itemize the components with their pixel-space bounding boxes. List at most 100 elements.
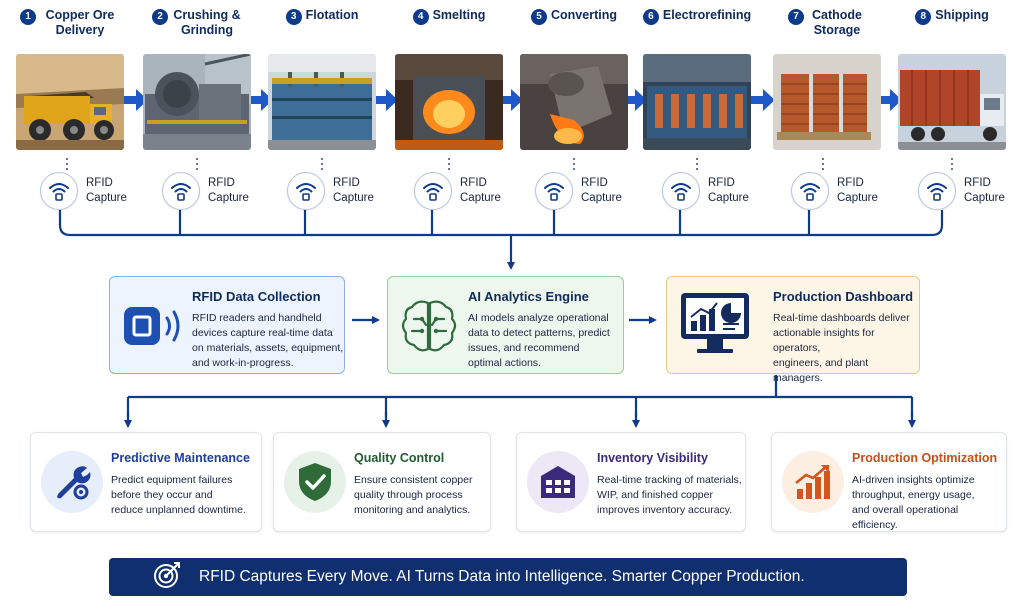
haul-truck-image (16, 54, 124, 150)
flotation-cells-image (268, 54, 376, 150)
card-title: Inventory Visibility (597, 451, 708, 465)
rfid-wifi-icon (162, 172, 200, 210)
panel-title: RFID Data Collection (192, 289, 321, 304)
rfid-capture-8: RFID Capture (918, 172, 1005, 210)
rfid-wifi-icon (40, 172, 78, 210)
step-title: Cathode Storage (812, 8, 862, 37)
tagline-banner: RFID Captures Every Move. AI Turns Data … (109, 558, 907, 596)
panel-text-line: engineers, and plant managers. (773, 357, 869, 384)
production-optimization-card: Production Optimization AI-driven insigh… (771, 432, 1007, 532)
card-text-line: WIP, and finished copper (597, 489, 713, 501)
step-arrow-2 (251, 89, 273, 111)
step-number: 1 (20, 9, 36, 25)
rfid-label-line1: RFID (86, 177, 113, 189)
rfid-label-line1: RFID (964, 177, 991, 189)
crusher-image (143, 54, 251, 150)
card-text-line: Ensure consistent copper (354, 474, 473, 486)
panel-text-line: issues, and recommend (468, 342, 580, 354)
rfid-wifi-icon (918, 172, 956, 210)
rfid-label-line1: RFID (581, 177, 608, 189)
step-title: Smelting (432, 8, 486, 22)
step-title: Converting (551, 8, 617, 22)
rfid-dotted-links (66, 158, 953, 172)
rfid-label-line1: RFID (208, 177, 235, 189)
panel-title: AI Analytics Engine (468, 289, 589, 304)
card-text-line: reduce unplanned downtime. (111, 504, 246, 516)
step-arrow-4 (500, 89, 523, 111)
panel-text-line: RFID readers and handheld (192, 312, 322, 324)
container-truck-image (898, 54, 1006, 150)
step-converting: 5 Converting (520, 8, 628, 150)
panel-text-line: and work-in-progress. (192, 357, 294, 369)
rfid-label-line1: RFID (460, 177, 487, 189)
step-title: Copper Ore Delivery (45, 8, 115, 37)
step-arrow-1 (124, 89, 148, 111)
step-title: Crushing & Grinding (173, 8, 241, 37)
step-flotation: 3 Flotation (268, 8, 376, 150)
step-title: Shipping (935, 8, 989, 22)
rfid-reader-icon (122, 303, 184, 354)
banner-text: RFID Captures Every Move. AI Turns Data … (199, 568, 805, 585)
step-arrows (124, 89, 902, 111)
inventory-visibility-card: Inventory Visibility Real-time tracking … (516, 432, 746, 532)
wrench-gear-icon (41, 451, 103, 513)
quality-control-card: Quality Control Ensure consistent copper… (273, 432, 491, 532)
rfid-label-line2: Capture (708, 192, 749, 204)
predictive-maintenance-card: Predictive Maintenance Predict equipment… (30, 432, 262, 532)
rfid-label-line2: Capture (333, 192, 374, 204)
rfid-label-line2: Capture (837, 192, 878, 204)
rfid-capture-2: RFID Capture (162, 172, 249, 210)
step-crushing-grinding: 2 Crushing & Grinding (143, 8, 251, 150)
step-cathode-storage: 7 Cathode Storage (773, 8, 881, 150)
step-arrow-7 (880, 89, 902, 111)
smelter-furnace-image (395, 54, 503, 150)
rfid-capture-3: RFID Capture (287, 172, 374, 210)
step-copper-ore-delivery: 1 Copper Ore Delivery (16, 8, 124, 150)
rfid-collector-bus (58, 210, 944, 270)
shield-check-icon (284, 451, 346, 513)
step-number: 6 (642, 9, 659, 25)
target-icon (153, 561, 181, 594)
card-title: Predictive Maintenance (111, 451, 250, 465)
step-arrow-6 (751, 89, 775, 111)
card-text-line: and overall operational efficiency. (852, 504, 959, 531)
step-number: 7 (788, 9, 804, 25)
panel-text-line: AI models analyze operational (468, 312, 609, 324)
step-arrow-5 (624, 89, 647, 111)
rfid-wifi-icon (662, 172, 700, 210)
rfid-label-line2: Capture (460, 192, 501, 204)
rfid-wifi-icon (535, 172, 573, 210)
panel-text-line: devices capture real-time data (192, 327, 333, 339)
rfid-label-line1: RFID (333, 177, 360, 189)
electrorefinery-image (643, 54, 751, 150)
ai-brain-icon (398, 295, 460, 362)
panel-arrows (124, 316, 916, 428)
rfid-label-line1: RFID (837, 177, 864, 189)
step-number: 2 (152, 9, 168, 25)
card-text-line: Real-time tracking of materials, (597, 474, 742, 486)
card-text-line: before they occur and (111, 489, 213, 501)
panel-text-line: on materials, assets, equipment, (192, 342, 344, 354)
step-arrow-3 (376, 89, 398, 111)
card-text-line: improves inventory accuracy. (597, 504, 733, 516)
card-title: Quality Control (354, 451, 445, 465)
step-number: 4 (412, 9, 429, 25)
warehouse-icon (527, 451, 589, 513)
panel-text-line: data to detect patterns, predict (468, 327, 610, 339)
rfid-wifi-icon (791, 172, 829, 210)
step-number: 5 (531, 9, 547, 25)
step-title: Electrorefining (662, 8, 752, 22)
card-title: Production Optimization (852, 451, 998, 465)
step-electrorefining: 6 Electrorefining (642, 8, 752, 150)
rfid-label-line2: Capture (581, 192, 622, 204)
rfid-capture-4: RFID Capture (414, 172, 501, 210)
rfid-label-line2: Capture (964, 192, 1005, 204)
rfid-label-line2: Capture (208, 192, 249, 204)
rfid-capture-7: RFID Capture (791, 172, 878, 210)
panel-text-line: actionable insights for operators, (773, 327, 875, 354)
dashboard-monitor-icon (679, 291, 751, 362)
card-text-line: quality through process (354, 489, 463, 501)
growth-chart-icon (782, 451, 844, 513)
card-text-line: monitoring and analytics. (354, 504, 471, 516)
card-text-line: throughput, energy usage, (852, 489, 975, 501)
